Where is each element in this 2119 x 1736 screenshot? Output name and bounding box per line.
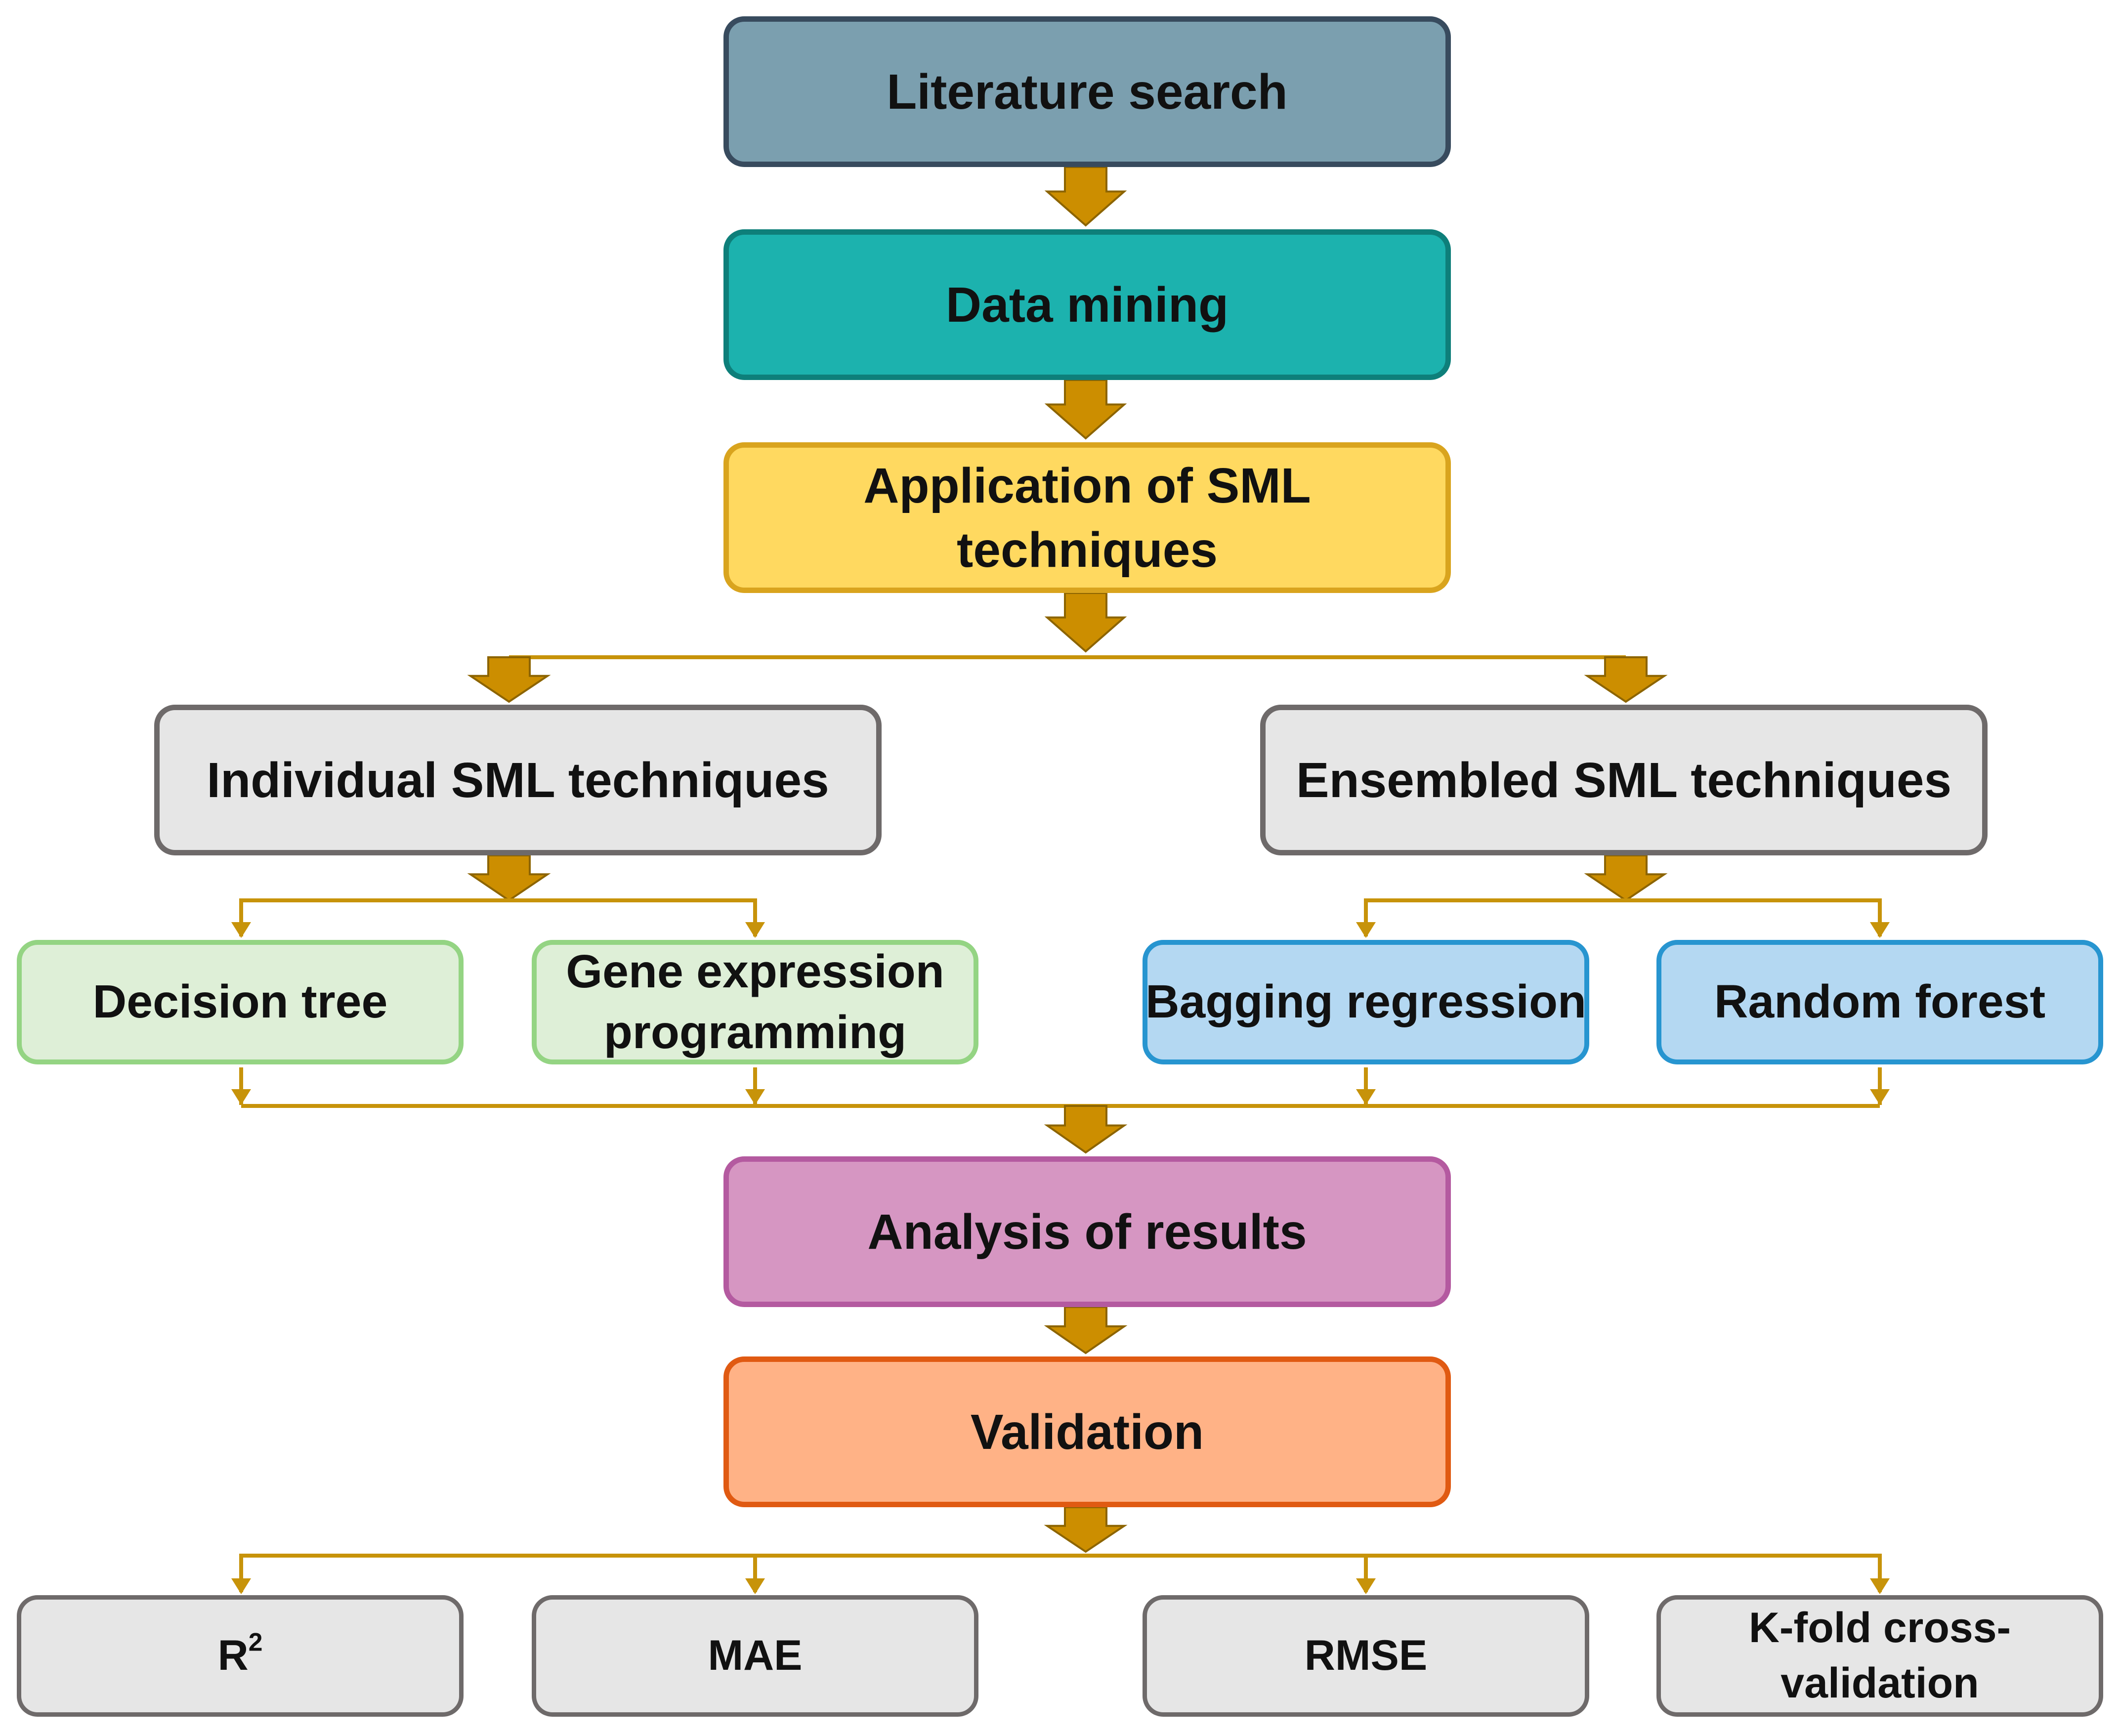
k-fold-label-line2: validation: [1780, 1659, 1979, 1707]
random-forest-box: Random forest: [1656, 940, 2103, 1064]
arrow-literature-to-data-mining: [1044, 166, 1127, 227]
arrowhead-decision-tree: [231, 922, 251, 938]
arrowhead-gep: [745, 922, 765, 938]
rmse-label: RMSE: [1304, 1632, 1428, 1680]
arrow-application-to-split: [1044, 592, 1127, 653]
k-fold-label-line1: K-fold cross-: [1748, 1604, 2011, 1652]
validation-box: Validation: [723, 1356, 1451, 1507]
mae-box: MAE: [532, 1595, 978, 1717]
arrow-ensembled-down: [1584, 854, 1668, 902]
arrow-to-ensembled: [1584, 656, 1668, 703]
arrowhead-k-fold: [1870, 1578, 1890, 1594]
individual-sml-label: Individual SML techniques: [207, 752, 829, 808]
individual-sml-box: Individual SML techniques: [154, 705, 882, 855]
sml-application-label-line2: techniques: [957, 522, 1218, 578]
arrowhead-mae: [745, 1578, 765, 1594]
decision-tree-box: Decision tree: [17, 940, 464, 1064]
connector-metrics-branch: [239, 1554, 1882, 1592]
gep-label-line1: Gene expression: [566, 945, 944, 998]
gep-label-line2: programming: [603, 1006, 907, 1059]
r-squared-exponent: 2: [248, 1627, 263, 1656]
connector-ensembled-branch: [1364, 898, 1882, 936]
sml-application-label-line1: Application of SML: [863, 458, 1311, 513]
arrowhead-merge-4: [1870, 1089, 1890, 1105]
arrow-data-mining-to-application: [1044, 379, 1127, 440]
r-squared-box: R2: [17, 1595, 464, 1717]
r-squared-label: R2: [218, 1628, 263, 1684]
mae-label: MAE: [708, 1632, 803, 1680]
literature-search-label: Literature search: [887, 64, 1288, 120]
data-mining-box: Data mining: [723, 229, 1451, 380]
arrow-merge-to-analysis: [1044, 1105, 1128, 1154]
bagging-regression-box: Bagging regression: [1143, 940, 1589, 1064]
sml-application-box: Application of SML techniques: [723, 442, 1451, 593]
connector-individual-branch: [239, 898, 757, 936]
rmse-box: RMSE: [1143, 1595, 1589, 1717]
arrowhead-merge-2: [745, 1089, 765, 1105]
arrowhead-merge-3: [1356, 1089, 1376, 1105]
arrow-individual-down: [467, 854, 551, 902]
arrow-analysis-to-validation: [1044, 1306, 1128, 1355]
bagging-regression-label: Bagging regression: [1145, 975, 1587, 1028]
literature-search-box: Literature search: [723, 16, 1451, 167]
random-forest-label: Random forest: [1714, 975, 2046, 1028]
data-mining-label: Data mining: [945, 277, 1229, 333]
analysis-of-results-label: Analysis of results: [867, 1204, 1307, 1260]
k-fold-cross-validation-box: K-fold cross- validation: [1656, 1595, 2103, 1717]
gene-expression-programming-box: Gene expression programming: [532, 940, 978, 1064]
arrow-to-individual: [467, 656, 551, 703]
ensembled-sml-box: Ensembled SML techniques: [1260, 705, 1988, 855]
arrowhead-random-forest: [1870, 922, 1890, 938]
arrowhead-bagging: [1356, 922, 1376, 938]
arrowhead-merge-1: [231, 1089, 251, 1105]
decision-tree-label: Decision tree: [92, 975, 388, 1028]
arrowhead-rmse: [1356, 1578, 1376, 1594]
ensembled-sml-label: Ensembled SML techniques: [1296, 752, 1952, 808]
validation-label: Validation: [970, 1404, 1204, 1460]
arrowhead-r-squared: [231, 1578, 251, 1594]
r-squared-base: R: [217, 1632, 249, 1680]
analysis-of-results-box: Analysis of results: [723, 1156, 1451, 1307]
arrow-validation-down: [1044, 1506, 1128, 1553]
